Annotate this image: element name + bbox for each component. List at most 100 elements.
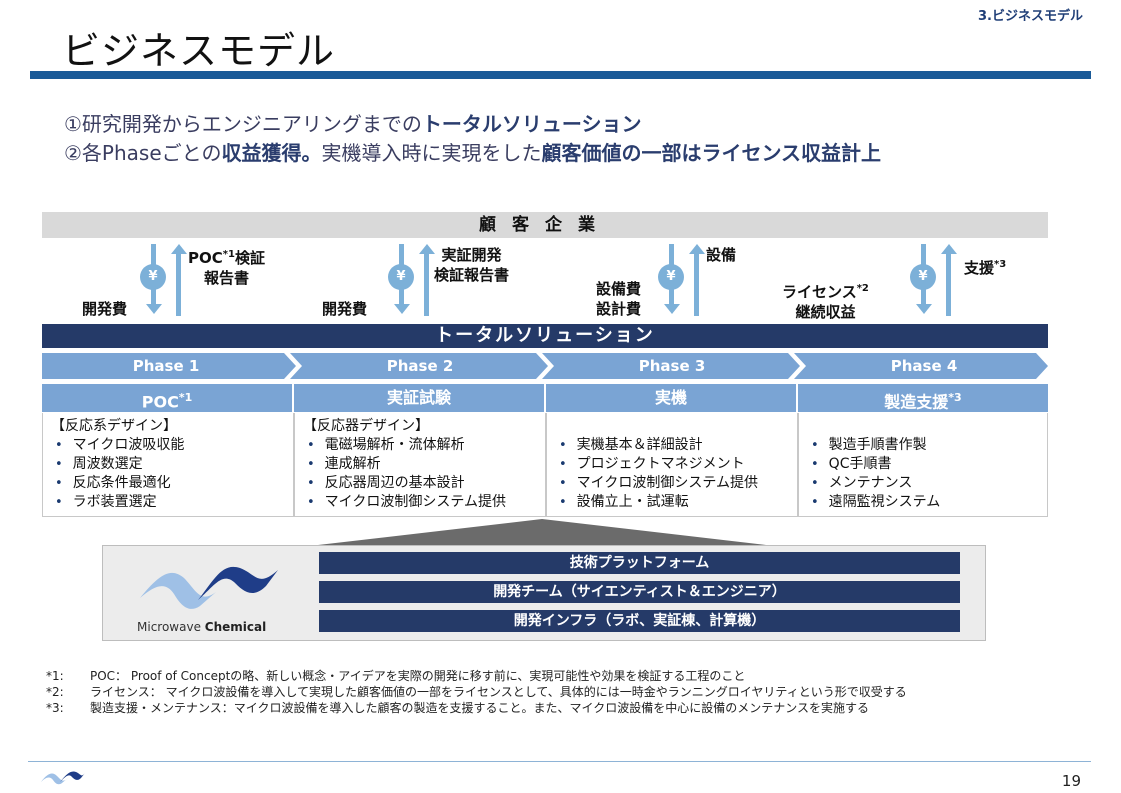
list-item: 実機基本＆詳細設計 bbox=[559, 436, 797, 455]
flow-1-up-c: 報告書 bbox=[203, 269, 249, 287]
detail-box-1: 【反応系デザイン】 マイクロ波吸収能 周波数選定 反応条件最適化 ラボ装置選定 bbox=[42, 413, 294, 517]
flow-3-down-label: 設備費 設計費 bbox=[596, 279, 641, 319]
flow-4-down-b: 継続収益 bbox=[795, 303, 856, 321]
customer-bar: 顧客企業 bbox=[42, 212, 1048, 238]
category-support-sup: *3 bbox=[948, 391, 962, 404]
flow-4-up-a: 支援 bbox=[964, 259, 995, 277]
list-item: 電磁場解析・流体解析 bbox=[307, 436, 545, 455]
down-arrow-head bbox=[916, 304, 932, 314]
up-arrow-head bbox=[419, 244, 435, 254]
platform-bar-infra: 開発インフラ（ラボ、実証棟、計算機） bbox=[319, 610, 960, 632]
platform-bar-team: 開発チーム（サイエンティスト＆エンジニア） bbox=[319, 581, 960, 603]
bottom-rule bbox=[28, 761, 1091, 762]
footnote-3-num: *3: bbox=[46, 701, 64, 715]
flow-2-up-label: 実証開発 検証報告書 bbox=[434, 245, 509, 285]
list-item: ラボ装置選定 bbox=[55, 493, 293, 512]
lead-line-2: ②各Phaseごとの収益獲得。実機導入時に実現をした顧客価値の一部はライセンス収… bbox=[64, 137, 881, 166]
up-arrow-head bbox=[689, 244, 705, 254]
lead-line-1: ①研究開発からエンジニアリングまでのトータルソリューション bbox=[64, 108, 642, 137]
detail-2-list: 電磁場解析・流体解析 連成解析 反応器周辺の基本設計 マイクロ波制御システム提供 bbox=[303, 436, 545, 512]
category-plant-label: 実機 bbox=[654, 388, 687, 407]
detail-1-list: マイクロ波吸収能 周波数選定 反応条件最適化 ラボ装置選定 bbox=[51, 436, 293, 512]
category-support-label: 製造支援 bbox=[884, 392, 949, 412]
title-rule bbox=[30, 71, 1091, 79]
phase-4-label: Phase 4 bbox=[890, 357, 958, 375]
up-arrow-shaft bbox=[946, 254, 951, 316]
flow-4-up-sup: *3 bbox=[994, 259, 1007, 270]
footer-logo-icon bbox=[41, 771, 85, 785]
list-item: マイクロ波制御システム提供 bbox=[559, 474, 797, 493]
up-arrow-head bbox=[941, 244, 957, 254]
up-arrow-shaft bbox=[694, 254, 699, 316]
up-arrow-shaft bbox=[176, 254, 181, 316]
flow-1-up-a: POC bbox=[188, 249, 223, 267]
detail-2-heading: 【反応器デザイン】 bbox=[303, 418, 429, 434]
flow-3-down-a: 設備費 bbox=[596, 280, 642, 298]
phase-4-chevron bbox=[794, 353, 1048, 379]
category-plant: 実機 bbox=[546, 384, 796, 412]
flow-1-up-label: POC*1検証 報告書 bbox=[188, 245, 265, 288]
footnote-1: *1: POC： Proof of Conceptの略、新しい概念・アイデアを実際… bbox=[46, 667, 745, 684]
list-item: QC手順書 bbox=[811, 455, 1047, 474]
down-arrow-head bbox=[664, 304, 680, 314]
page-title: ビジネスモデル bbox=[62, 29, 336, 73]
list-item: 周波数選定 bbox=[55, 455, 293, 474]
category-poc-sup: *1 bbox=[178, 391, 193, 404]
phase-3-chevron bbox=[542, 353, 800, 379]
footnote-1-text: POC： Proof of Conceptの略、新しい概念・アイデアを実際の開発… bbox=[90, 669, 746, 683]
logo-text-a: Microwave bbox=[137, 620, 205, 634]
phase-1-chevron bbox=[42, 353, 296, 379]
flow-4-down-sup: *2 bbox=[856, 283, 869, 294]
phase-row: Phase 1 Phase 2 Phase 3 Phase 4 bbox=[42, 353, 1048, 379]
platform-bar-technology: 技術プラットフォーム bbox=[319, 552, 960, 574]
phase-1-label: Phase 1 bbox=[132, 357, 200, 375]
flow-1-down-label: 開発費 bbox=[82, 300, 128, 318]
down-arrow-head bbox=[394, 304, 410, 314]
phase-3-label: Phase 3 bbox=[638, 357, 706, 375]
list-item: マイクロ波制御システム提供 bbox=[307, 493, 545, 512]
detail-box-4: 製造手順書作製 QC手順書 メンテナンス 遠隔監視システム bbox=[798, 413, 1048, 517]
list-item: プロジェクトマネジメント bbox=[559, 455, 797, 474]
page-number: 19 bbox=[1061, 772, 1081, 790]
list-item: 反応条件最適化 bbox=[55, 474, 293, 493]
footnote-2: *2: ライセンス： マイクロ波設備を導入して実現した顧客価値の一部をライセンスと… bbox=[46, 683, 907, 700]
yen-icon: ¥ bbox=[910, 264, 936, 290]
company-logo-text: Microwave Chemical bbox=[137, 620, 266, 634]
detail-box-2: 【反応器デザイン】 電磁場解析・流体解析 連成解析 反応器周辺の基本設計 マイク… bbox=[294, 413, 546, 517]
category-poc-label: POC bbox=[141, 392, 179, 412]
flow-1-up-sup: *1 bbox=[222, 249, 235, 260]
category-demo-label: 実証試験 bbox=[386, 388, 451, 407]
footnote-3-text: 製造支援・メンテナンス：マイクロ波設備を導入した顧客の製造を支援すること。また、… bbox=[90, 701, 870, 715]
detail-box-3: 実機基本＆詳細設計 プロジェクトマネジメント マイクロ波制御システム提供 設備立… bbox=[546, 413, 798, 517]
yen-icon: ¥ bbox=[658, 264, 684, 290]
flow-2-down-label: 開発費 bbox=[322, 300, 368, 318]
company-logo bbox=[140, 566, 278, 609]
detail-1-heading: 【反応系デザイン】 bbox=[51, 418, 177, 434]
list-item: メンテナンス bbox=[811, 474, 1047, 493]
footnote-3: *3: 製造支援・メンテナンス：マイクロ波設備を導入した顧客の製造を支援すること。… bbox=[46, 699, 869, 716]
flow-3-up-label: 設備 bbox=[706, 246, 737, 264]
footnote-2-num: *2: bbox=[46, 685, 64, 699]
up-arrow-shaft bbox=[424, 254, 429, 316]
list-item: 設備立上・試運転 bbox=[559, 493, 797, 512]
lead-2-text-a: ②各Phaseごとの bbox=[64, 141, 222, 165]
list-item: 連成解析 bbox=[307, 455, 545, 474]
category-poc: POC*1 bbox=[42, 384, 292, 412]
lead-1-text: ①研究開発からエンジニアリングまでの bbox=[64, 112, 422, 136]
category-demo: 実証試験 bbox=[294, 384, 544, 412]
list-item: 遠隔監視システム bbox=[811, 493, 1047, 512]
foundation-trapezoid bbox=[318, 519, 766, 545]
flow-2-up-a: 実証開発 bbox=[441, 246, 502, 264]
yen-icon: ¥ bbox=[140, 264, 166, 290]
lead-1-bold: トータルソリューション bbox=[421, 112, 642, 136]
footnote-2-text: ライセンス： マイクロ波設備を導入して実現した顧客価値の一部をライセンスとして、… bbox=[90, 685, 907, 699]
logo-text-b: Chemical bbox=[204, 620, 267, 634]
total-solution-bar: トータルソリューション bbox=[42, 324, 1048, 348]
flow-2-up-c: 検証報告書 bbox=[434, 266, 510, 284]
flow-4-up-label: 支援*3 bbox=[964, 255, 1006, 278]
footnote-1-num: *1: bbox=[46, 669, 64, 683]
yen-icon: ¥ bbox=[388, 264, 414, 290]
detail-4-list: 製造手順書作製 QC手順書 メンテナンス 遠隔監視システム bbox=[807, 436, 1047, 512]
list-item: 製造手順書作製 bbox=[811, 436, 1047, 455]
flow-1-up-b: 検証 bbox=[234, 249, 265, 267]
